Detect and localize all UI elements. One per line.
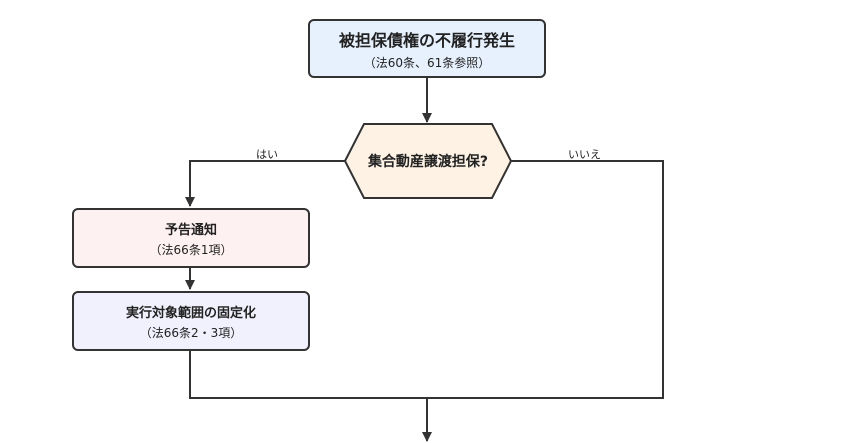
edge-decision-no-to-merge (427, 160, 664, 399)
edge-label-yes: はい (256, 148, 278, 161)
decision-hexagon (343, 123, 513, 199)
fix-node-subtitle: （法66条2・3項） (139, 325, 243, 340)
start-node-subtitle: （法60条、61条参照） (363, 55, 491, 70)
edge-label-no: いいえ (568, 148, 601, 161)
edge-decision-yes-to-notice (185, 160, 345, 207)
decision-node-label: 集合動産譲渡担保? (367, 154, 489, 170)
fix-node-title: 実行対象範囲の固定化 (125, 305, 256, 321)
fix-node: 実行対象範囲の固定化 （法66条2・3項） (72, 291, 310, 351)
notice-node-title: 予告通知 (164, 222, 217, 238)
notice-node: 予告通知 （法66条1項） (72, 208, 310, 268)
start-node-title: 被担保債権の不履行発生 (338, 30, 515, 50)
notice-node-subtitle: （法66条1項） (149, 242, 233, 257)
start-node: 被担保債権の不履行発生 （法60条、61条参照） (308, 19, 546, 78)
edge-fix-to-merge (189, 351, 427, 399)
